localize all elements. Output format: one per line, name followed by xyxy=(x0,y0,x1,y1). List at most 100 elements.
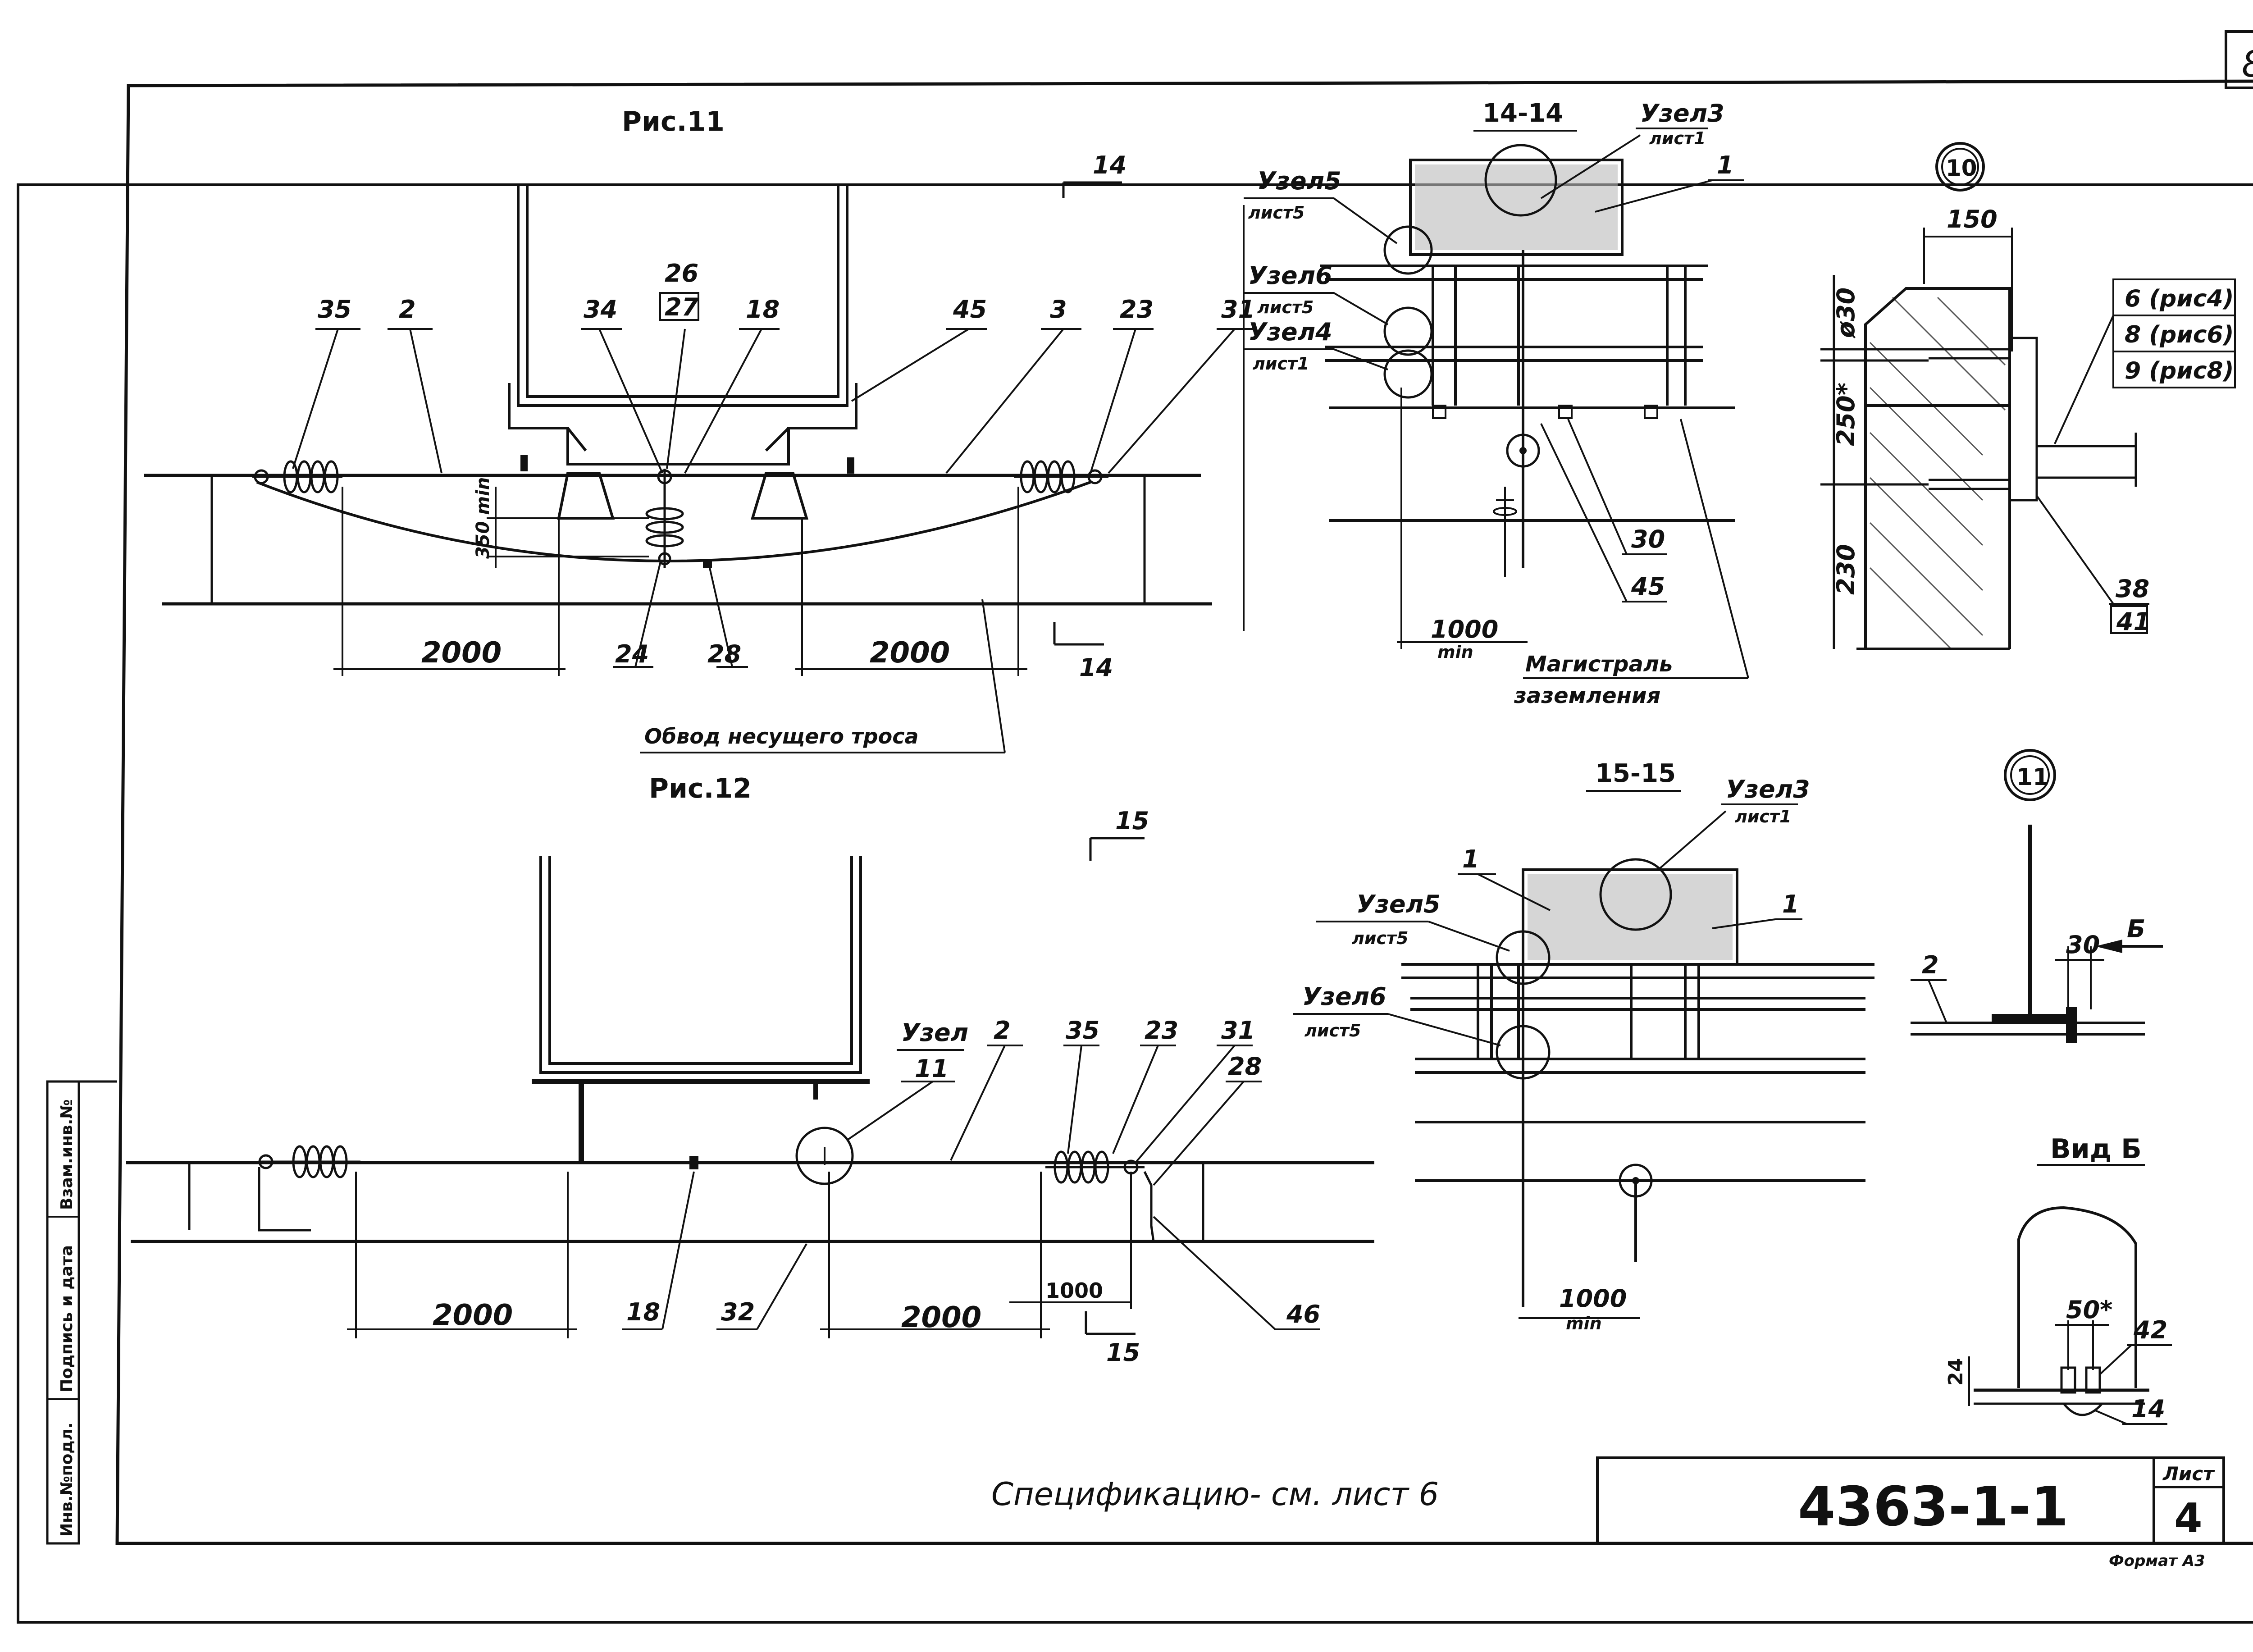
section-15-bottom-label: 15 xyxy=(1106,1338,1140,1367)
node10-ref-3: 9 (рис8) xyxy=(2125,357,2234,384)
side-sign-date: Подпись и дата xyxy=(58,1245,76,1392)
callout-26: 26 xyxy=(665,259,698,288)
bypass-note: Обвод несущего троса xyxy=(644,724,919,748)
callout-27: 27 xyxy=(665,293,699,321)
side-inv-dup: Взам.инв.№ xyxy=(58,1099,76,1210)
node10-ref-1: 6 (рис4) xyxy=(2125,285,2234,312)
node11-callout-2: 2 xyxy=(1922,951,1939,979)
callout-35: 35 xyxy=(318,295,351,324)
figure-11: Рис.11 14 xyxy=(144,106,1257,753)
sec15-title: 15-15 xyxy=(1595,759,1676,788)
sec15-node5-sheet: лист5 xyxy=(1352,928,1408,948)
sec14-node6-sheet: лист5 xyxy=(1257,297,1313,317)
side-stamp: Инв.№подл. Подпись и дата Взам.инв.№ xyxy=(46,1080,117,1545)
sec14-dim-sub: min xyxy=(1437,642,1473,662)
sheet-number: 8 xyxy=(2242,43,2253,85)
sec15-node6-sheet: лист5 xyxy=(1304,1021,1361,1040)
section-15-15: 15-15 Узел3 лист1 xyxy=(1293,759,1874,1333)
title-sheet-label: Лист xyxy=(2162,1463,2215,1485)
title-sheet-value: 4 xyxy=(2174,1495,2203,1542)
view-b-callout-14: 14 xyxy=(2131,1395,2165,1423)
sec15-node3-sheet: лист1 xyxy=(1735,807,1791,826)
title-block: 4363-1-1 Лист 4 Формат А3 xyxy=(1596,1456,2225,1570)
view-b-callout-42: 42 xyxy=(2133,1316,2167,1344)
section-14-14: 14-14 xyxy=(1243,99,1749,708)
fig12-title: Рис.12 xyxy=(649,773,752,804)
node10-callout-38: 38 xyxy=(2116,575,2149,603)
sec14-node5-sheet: лист5 xyxy=(1248,203,1304,223)
fig12-callout-46: 46 xyxy=(1286,1300,1320,1328)
callout-28: 28 xyxy=(707,640,741,668)
sec15-callout-1b: 1 xyxy=(1782,890,1799,918)
side-inv-orig: Инв.№подл. xyxy=(58,1423,76,1537)
sec15-node3: Узел3 xyxy=(1726,775,1810,803)
sec14-dim: 1000 xyxy=(1431,615,1498,643)
insulator-middle xyxy=(645,469,684,568)
sec14-node4-sheet: лист1 xyxy=(1253,354,1309,374)
view-b-dim-24: 24 xyxy=(1944,1358,1967,1386)
fig12-callout-18: 18 xyxy=(626,1298,660,1326)
callout-31: 31 xyxy=(1221,295,1255,324)
fig12-callout-31: 31 xyxy=(1221,1016,1255,1045)
callout-45: 45 xyxy=(953,295,987,324)
sec15-node5: Узел5 xyxy=(1356,890,1441,918)
section-14-top-label: 14 xyxy=(1093,151,1126,179)
callout-3: 3 xyxy=(1050,295,1067,324)
fig12-insulator-left xyxy=(258,1145,360,1232)
node10-dim-hole: ø30 xyxy=(1832,288,1860,338)
node10-ref-2: 8 (рис6) xyxy=(2125,321,2234,348)
callout-24: 24 xyxy=(615,640,649,668)
callout-23: 23 xyxy=(1120,295,1154,324)
node-10-detail: 10 150 ø30 250* 230 6 (рис xyxy=(1820,142,2236,650)
sec14-title: 14-14 xyxy=(1482,99,1563,128)
node10-dim-bottom: 230 xyxy=(1832,544,1860,595)
section-marker-15-top: 15 xyxy=(1089,807,1149,861)
fig12-callout-2: 2 xyxy=(994,1016,1011,1045)
node11-dim-30: 30 xyxy=(2066,931,2100,959)
section-14-bottom-label: 14 xyxy=(1079,653,1113,682)
figure-12: Рис.12 15 xyxy=(126,773,1374,1367)
fig11-dim-left: 2000 xyxy=(421,636,502,670)
sec14-note-line1: Магистраль xyxy=(1525,652,1673,677)
sec15-dim-sub: min xyxy=(1566,1314,1602,1333)
fig12-node-label: Узел xyxy=(901,1018,968,1047)
view-b-dim-50: 50* xyxy=(2066,1296,2112,1324)
sec14-node3: Узел3 xyxy=(1640,99,1724,128)
node10-callout-41: 41 xyxy=(2116,607,2150,636)
section-marker-14-top: 14 xyxy=(1062,151,1126,198)
sec14-node6: Узел6 xyxy=(1248,261,1332,290)
node10-circle-label: 10 xyxy=(1946,155,1977,181)
node10-dim-top: 150 xyxy=(1947,205,1998,233)
spec-note: Спецификацию- см. лист 6 xyxy=(991,1476,1439,1513)
sec14-node4: Узел4 xyxy=(1248,318,1332,346)
title-format: Формат А3 xyxy=(2109,1552,2205,1570)
trolley-profile xyxy=(508,185,857,520)
sec14-note-line2: заземления xyxy=(1514,683,1660,708)
callout-2: 2 xyxy=(399,295,416,324)
section-15-top-label: 15 xyxy=(1115,807,1149,835)
node10-dim-mid: 250* xyxy=(1832,383,1860,446)
fig12-insulator-right xyxy=(1045,1150,1155,1242)
fig12-node-number: 11 xyxy=(915,1054,949,1083)
sec15-callout-1a: 1 xyxy=(1462,845,1479,873)
node-11-detail: 11 30 Б 2 Вид Б 50* 24 42 14 xyxy=(1911,749,2172,1425)
sec14-callout-30: 30 xyxy=(1631,525,1665,553)
section-marker-15-bottom: 15 xyxy=(1085,1311,1140,1367)
sec14-callout-1: 1 xyxy=(1717,151,1734,179)
fig11-title: Рис.11 xyxy=(622,106,725,137)
node11-circle-label: 11 xyxy=(2016,764,2049,791)
sec14-callout-45: 45 xyxy=(1631,572,1665,601)
fig12-dim-small: 1000 xyxy=(1045,1278,1103,1303)
sec14-node5: Узел5 xyxy=(1257,167,1341,195)
sec15-dim: 1000 xyxy=(1559,1284,1627,1313)
sheet-frame: 8 xyxy=(17,30,2253,1624)
sag-dimension: 350 min xyxy=(473,477,493,559)
insulator-left xyxy=(252,460,342,493)
sec14-node3-sheet: лист1 xyxy=(1649,128,1706,148)
callout-34: 34 xyxy=(584,295,617,324)
insulator-right xyxy=(1014,460,1108,493)
sec15-node6: Узел6 xyxy=(1302,982,1386,1011)
fig12-callout-28: 28 xyxy=(1228,1052,1262,1081)
fig11-dim-right: 2000 xyxy=(870,636,950,670)
